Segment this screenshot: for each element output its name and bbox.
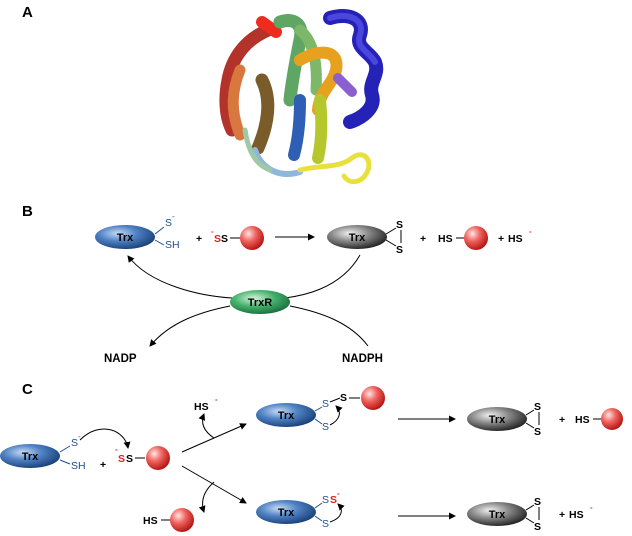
hs-h: HS: [194, 401, 209, 413]
trx-mixed-disulfide-upper: Trx S S S: [256, 386, 385, 433]
disulfide-s-bottom: S: [534, 426, 541, 438]
hs-charge: -: [529, 227, 532, 236]
panel-c-label: C: [22, 381, 33, 398]
bridging-s: S: [322, 494, 329, 506]
thiol-sh: SH: [165, 239, 180, 251]
trx-oxidized-lower: Trx S S: [467, 496, 541, 533]
plus-sign: +: [420, 233, 426, 245]
trx-label: Trx: [489, 414, 506, 426]
trx-label: Trx: [349, 232, 366, 244]
trx-oxidized-upper: Trx S S: [467, 401, 541, 438]
trx-label: Trx: [278, 507, 295, 519]
persulfide-substrate-c: - S S: [115, 445, 170, 470]
hs-label: HS: [438, 233, 453, 245]
trx-label: Trx: [22, 451, 39, 463]
disulfide-s-top: S: [534, 401, 541, 413]
hs-label: HS: [143, 515, 158, 527]
persulfide-charge: -: [115, 445, 118, 454]
trx-mixed-disulfide-lower: Trx S S S -: [256, 489, 345, 530]
trx-label: Trx: [278, 410, 295, 422]
trx-reduced-c: Trx S - SH: [0, 428, 131, 472]
bridging-s: S: [322, 398, 329, 410]
persulfide-inner-s: S: [126, 453, 133, 465]
thiol-sh: SH: [71, 460, 86, 472]
thiol-product-b: HS: [438, 226, 488, 250]
disulfide-s-bottom: S: [396, 244, 403, 256]
hs-h: HS: [569, 509, 584, 521]
thiol-leaving: HS: [143, 508, 194, 532]
panel-b-label: B: [22, 203, 33, 220]
persulfide-substrate-b: - S S: [211, 226, 264, 250]
trx-oxidized-b: Trx S S: [327, 219, 403, 256]
plus-sign: +: [498, 233, 504, 245]
disulfide-s-top: S: [396, 219, 403, 231]
thiol-product-upper: HS: [575, 408, 623, 430]
trx-label: Trx: [489, 509, 506, 521]
thiolate-s: S: [71, 437, 78, 449]
thiolate-charge: -: [172, 212, 175, 221]
nadph-label: NADPH: [342, 353, 383, 365]
hydrosulfide-leaving: HS -: [194, 395, 218, 413]
plus-sign: +: [559, 414, 565, 426]
lower-branch-arrow: [181, 465, 247, 504]
thiolate-charge: -: [78, 432, 81, 441]
trx-label: Trx: [117, 232, 134, 244]
nadp-label: NADP: [104, 353, 137, 365]
trxr-label: TrxR: [248, 297, 273, 309]
hs-label: HS: [575, 414, 590, 426]
thiolate-s: S: [322, 421, 329, 433]
thiol-release-arrow: [198, 481, 215, 513]
thiolate-s: S: [322, 518, 329, 530]
terminal-charge: -: [337, 489, 340, 498]
plus-sign: +: [559, 509, 565, 521]
disulfide-s-bottom: S: [534, 521, 541, 533]
persulfide-inner-s: S: [221, 233, 228, 245]
hs-release-arrow: [198, 413, 215, 439]
hs-charge: -: [590, 503, 593, 512]
hydrosulfide-product-b: HS -: [508, 227, 532, 245]
terminal-s: S: [330, 494, 337, 506]
substrate-s: S: [340, 392, 347, 404]
disulfide-s-top: S: [534, 496, 541, 508]
trx-reduced-b: Trx S - SH: [95, 212, 180, 251]
hs-h: HS: [508, 233, 523, 245]
thiolate-s: S: [165, 217, 172, 229]
protein-ribbon-structure: [219, 9, 384, 185]
trxr-cycle: TrxR: [127, 254, 369, 347]
plus-sign: +: [196, 233, 202, 245]
persulfide-charge: -: [211, 227, 214, 236]
persulfide-outer-s: S: [214, 233, 221, 245]
hydrosulfide-product-lower: HS -: [569, 503, 593, 521]
panel-a-label: A: [22, 4, 33, 21]
hs-charge: -: [215, 395, 218, 404]
plus-sign: +: [100, 459, 106, 471]
persulfide-outer-s: S: [118, 453, 125, 465]
